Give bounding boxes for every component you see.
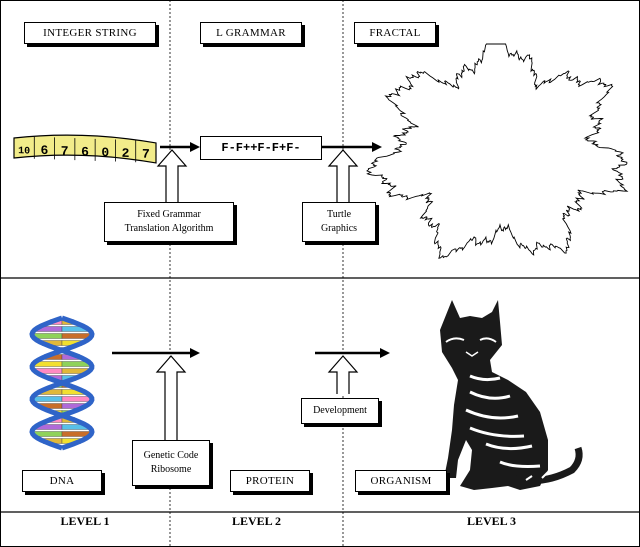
tape-digit: 2 [122, 146, 130, 161]
grammar-string-box: F-F++F-F+F- [200, 136, 322, 160]
hollow-arrow-translation [156, 149, 188, 202]
ribosome-note-line-2: Ribosome [150, 464, 192, 475]
integer-string-label: INTEGER STRING [24, 22, 156, 44]
tape-digit: 0 [101, 145, 109, 160]
level-2-label: LEVEL 2 [231, 514, 282, 528]
tape-digit: 6 [81, 144, 89, 159]
hollow-arrow-turtle [327, 149, 359, 202]
organism-label: ORGANISM [355, 470, 447, 492]
arrow-tape-to-grammar [160, 142, 200, 152]
dna-label: DNA [22, 470, 102, 492]
l-grammar-label: L GRAMMAR [200, 22, 302, 44]
dna-strand [29, 315, 95, 451]
tape-digit: 7 [61, 144, 69, 159]
dna-rung [61, 396, 93, 402]
hollow-arrow-ribosome [155, 355, 187, 440]
dna-helix [29, 315, 95, 451]
arrow-grammar-to-fractal [320, 142, 382, 152]
level-1-label: LEVEL 1 [60, 514, 110, 528]
cat-image [440, 300, 583, 490]
ribosome-note: Genetic Code Ribosome [132, 440, 210, 486]
dna-rung [31, 396, 63, 402]
fractal-label: FRACTAL [354, 22, 436, 44]
translation-note-line-2: Translation Algorithm [124, 223, 214, 234]
tape-digit: 7 [142, 146, 150, 161]
tape-digit: 10 [18, 146, 30, 157]
ribosome-note-line-1: Genetic Code [143, 450, 199, 461]
arrow-protein-to-organism [315, 348, 390, 358]
development-note: Development [301, 398, 379, 424]
turtle-note-line-1: Turtle [326, 209, 352, 220]
tape-digit: 6 [41, 143, 49, 158]
arrow-dna-to-protein [112, 348, 200, 358]
translation-note: Fixed Grammar Translation Algorithm [104, 202, 234, 242]
hollow-arrow-development [327, 355, 359, 394]
level-3-label: LEVEL 3 [466, 514, 517, 528]
development-note-line-1: Development [313, 405, 367, 416]
translation-note-line-1: Fixed Grammar [137, 209, 201, 220]
turtle-note-line-2: Graphics [320, 223, 358, 234]
fractal-curve [366, 43, 629, 259]
turtle-note: Turtle Graphics [302, 202, 376, 242]
protein-label: PROTEIN [230, 470, 310, 492]
